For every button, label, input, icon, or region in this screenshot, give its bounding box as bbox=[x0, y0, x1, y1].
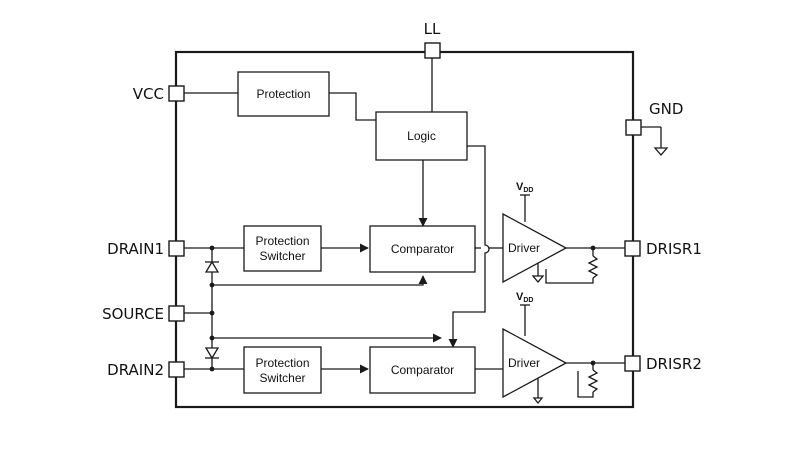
protection-switcher-1-line1: Protection bbox=[255, 234, 309, 248]
comparator-block-1: Comparator bbox=[369, 225, 476, 273]
logic-block: Logic bbox=[375, 111, 468, 161]
protection-switcher-1-line2: Switcher bbox=[259, 249, 305, 263]
comparator-block-2: Comparator bbox=[369, 346, 476, 394]
pin-pad-drisr1 bbox=[624, 240, 641, 257]
pin-pad-drain1 bbox=[168, 240, 185, 257]
pin-label-vcc: VCC bbox=[133, 85, 164, 103]
driver-2: Driver bbox=[502, 327, 568, 399]
vdd-label-1: VDD bbox=[516, 181, 533, 194]
driver-1: Driver bbox=[502, 212, 568, 284]
pin-pad-drisr2 bbox=[624, 355, 641, 372]
pin-pad-vcc bbox=[168, 85, 185, 102]
pin-label-gnd: GND bbox=[649, 100, 683, 118]
pin-label-drain2: DRAIN2 bbox=[107, 361, 164, 379]
pin-pad-gnd bbox=[625, 119, 642, 136]
pin-label-drain1: DRAIN1 bbox=[107, 240, 164, 258]
diode-icon bbox=[204, 347, 220, 360]
comparator-2-label: Comparator bbox=[391, 363, 454, 377]
ground-icon bbox=[532, 397, 544, 405]
comparator-1-label: Comparator bbox=[391, 242, 454, 256]
pin-pad-source bbox=[168, 305, 185, 322]
pin-label-drisr2: DRISR2 bbox=[646, 355, 702, 373]
pin-label-ll: LL bbox=[424, 20, 441, 38]
pin-label-source: SOURCE bbox=[102, 305, 164, 323]
vdd-label-2: VDD bbox=[516, 291, 533, 304]
chip-outline bbox=[174, 50, 635, 409]
driver-2-label: Driver bbox=[508, 356, 540, 370]
pin-pad-drain2 bbox=[168, 361, 185, 378]
pin-pad-ll bbox=[424, 42, 441, 59]
protection-switcher-block-2: Protection Switcher bbox=[243, 346, 322, 394]
protection-switcher-2-line1: Protection bbox=[255, 356, 309, 370]
ground-icon bbox=[653, 147, 669, 156]
protection-switcher-2-line2: Switcher bbox=[259, 371, 305, 385]
logic-label: Logic bbox=[407, 129, 436, 143]
junction-dots bbox=[209, 245, 596, 372]
protection-block: Protection bbox=[237, 71, 330, 117]
protection-switcher-block-1: Protection Switcher bbox=[243, 225, 322, 272]
driver-1-label: Driver bbox=[508, 241, 540, 255]
protection-label: Protection bbox=[256, 87, 310, 101]
pin-label-drisr1: DRISR1 bbox=[646, 240, 702, 258]
ground-icon bbox=[531, 275, 545, 284]
diode-icon bbox=[204, 260, 220, 273]
